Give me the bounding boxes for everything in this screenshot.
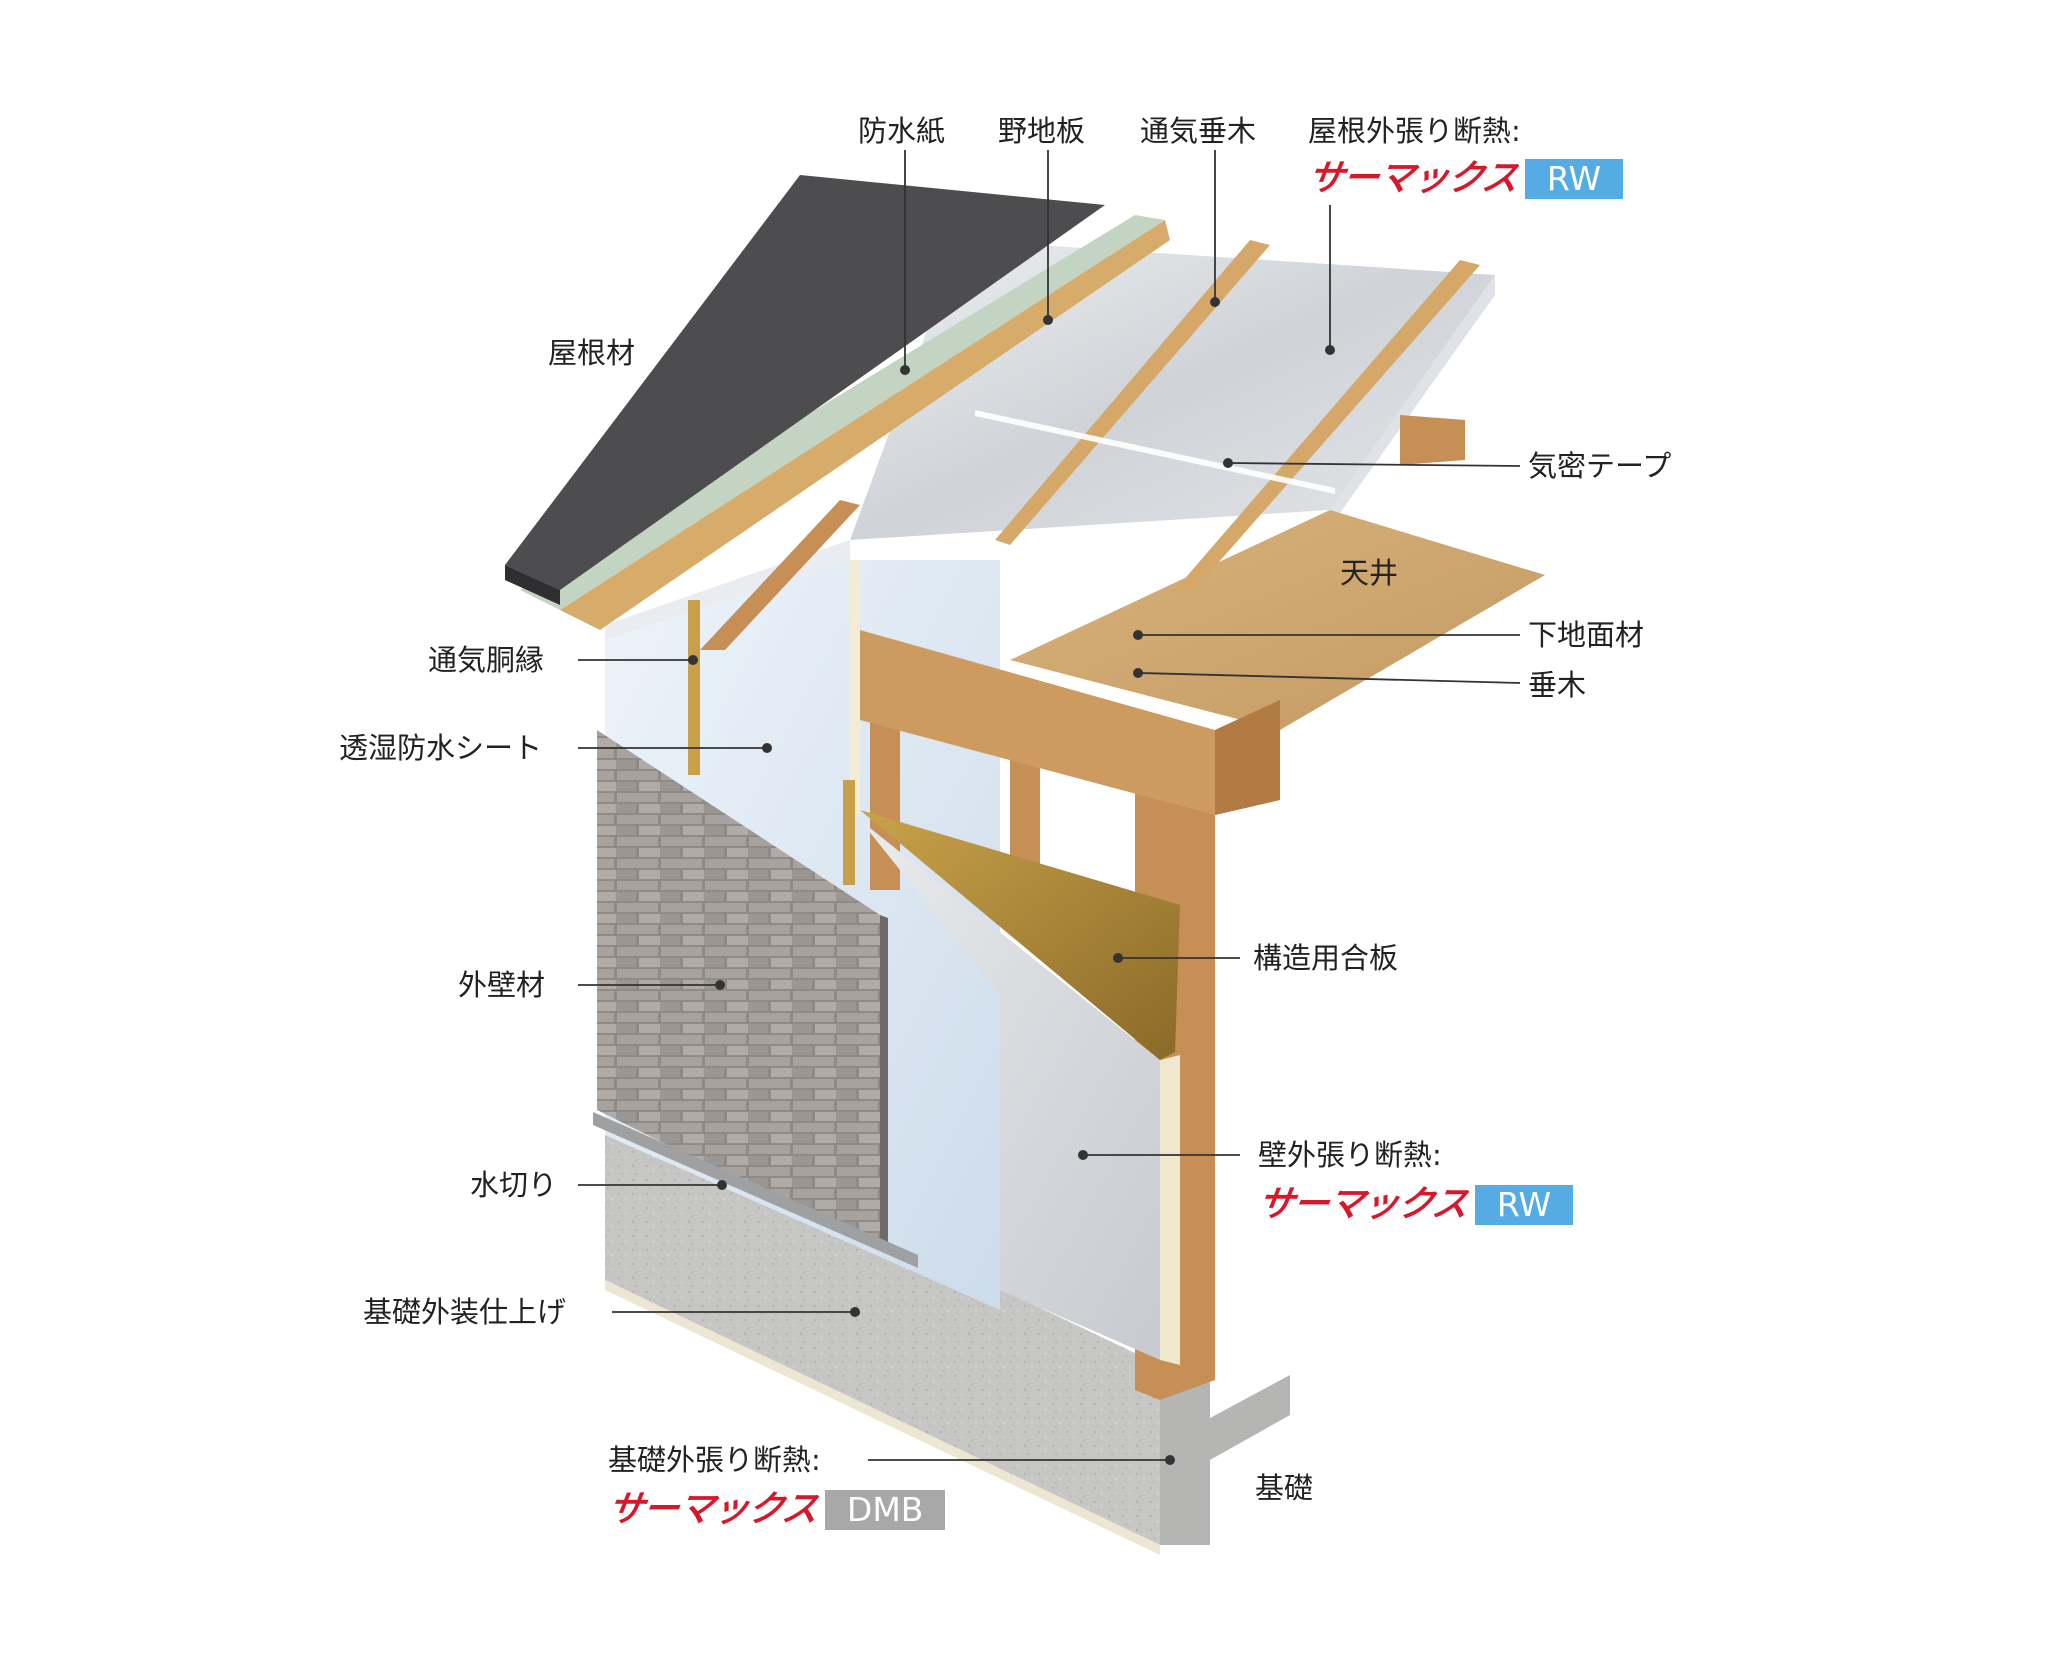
roof-insulation-front	[1330, 275, 1495, 520]
foundation-insulation-edge	[605, 1280, 1160, 1555]
top-beam	[860, 630, 1280, 815]
roofing-tiles	[505, 175, 1105, 590]
label-rafter: 垂木	[1528, 668, 1587, 702]
siding-bricks	[597, 730, 880, 1250]
label-breathable-sheet: 透湿防水シート	[339, 731, 543, 765]
ceiling-board	[1010, 510, 1545, 730]
brand-wall-tag: RW	[1474, 1185, 1574, 1225]
label-foundation: 基礎	[1255, 1471, 1314, 1505]
brand-foundation: サーマックス DMB	[605, 1488, 946, 1532]
leader-lines	[578, 150, 1521, 1461]
label-roof-sheathing: 野地板	[998, 114, 1086, 148]
brand-foundation-tag: DMB	[824, 1490, 946, 1530]
airtight-tape	[975, 410, 1335, 494]
label-ceiling: 天井	[1340, 556, 1399, 590]
flashing	[593, 1112, 918, 1268]
leader-dots	[688, 297, 1335, 1465]
brand-roof-tag: RW	[1524, 159, 1624, 199]
brand-roof: サーマックス RW	[1305, 157, 1624, 201]
vent-rafter-2	[1175, 260, 1480, 595]
label-structural-plywood: 構造用合板	[1253, 941, 1399, 975]
top-beam-end	[1215, 700, 1280, 815]
label-waterproof-paper: 防水紙	[858, 114, 946, 148]
label-roofing: 屋根材	[548, 336, 636, 370]
structural-plywood	[860, 810, 1180, 1060]
label-wall-exterior-insulation: 壁外張り断熱:	[1258, 1138, 1442, 1172]
label-substrate-board: 下地面材	[1528, 618, 1645, 652]
foundation-concrete-side	[1160, 1355, 1290, 1545]
foundation-concrete	[605, 1110, 1160, 1545]
roofing-tiles-edge	[505, 565, 560, 605]
sheathing-board	[560, 220, 1170, 630]
label-vent-rafter: 通気垂木	[1140, 114, 1257, 148]
label-siding: 外壁材	[458, 968, 546, 1002]
brand-foundation-name: サーマックス	[605, 1489, 820, 1530]
brand-wall-name: サーマックス	[1255, 1184, 1470, 1225]
vent-batten-2	[843, 780, 855, 885]
label-vent-furring: 通気胴縁	[428, 643, 545, 677]
rafter-stub	[700, 500, 860, 650]
ceiling-beam	[1400, 415, 1465, 465]
roofing-felt	[520, 215, 1165, 610]
wall-insulation-panel	[860, 820, 1160, 1360]
siding-edge	[880, 915, 888, 1254]
label-flashing: 水切り	[470, 1168, 558, 1202]
brand-roof-name: サーマックス	[1305, 158, 1520, 199]
vent-rafter-1	[995, 240, 1270, 545]
wall-insulation-cut	[850, 560, 860, 820]
label-foundation-exterior-insulation: 基礎外張り断熱:	[608, 1443, 821, 1477]
label-roof-exterior-insulation: 屋根外張り断熱:	[1308, 114, 1521, 148]
vent-batten	[688, 600, 700, 775]
brand-wall: サーマックス RW	[1255, 1183, 1574, 1227]
wall-insulation-edge	[1160, 1055, 1180, 1365]
label-airtight-tape: 気密テープ	[1528, 449, 1672, 483]
label-foundation-finish: 基礎外装仕上げ	[363, 1295, 567, 1329]
